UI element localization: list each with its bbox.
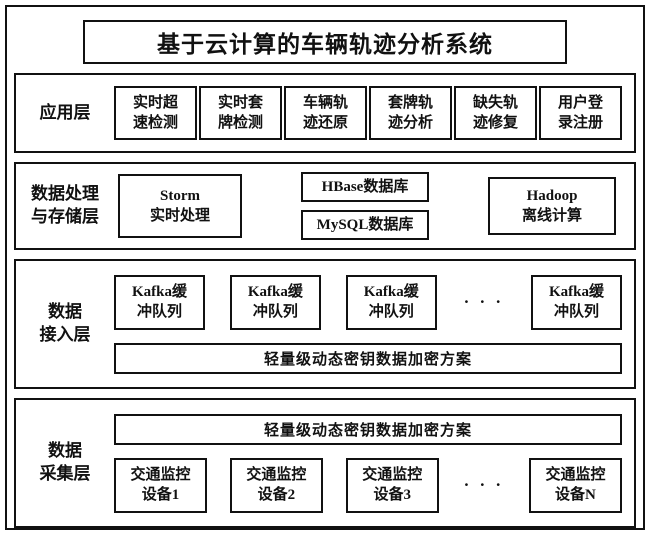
layer-data-access: 数据 接入层 Kafka缓 冲队列 Kafka缓 冲队列 Kafka缓 冲队列 … [14, 259, 636, 389]
layer-application-label: 应用层 [39, 102, 91, 122]
traffic-monitor-device-3: 交通监控 设备3 [345, 457, 439, 513]
diagram-title-text: 基于云计算的车辆轨迹分析系统 [157, 32, 493, 57]
kafka-buffer-queue-3: Kafka缓 冲队列 [345, 274, 437, 330]
collection-encryption-bar: 轻量级动态密钥数据加密方案 [114, 413, 622, 445]
database-column: HBase数据库 MySQL数据库 [301, 172, 429, 240]
layer-application: 应用层 实时超 速检测 实时套 牌检测 车辆轨 迹还原 套牌轨 迹分析 缺失轨 … [14, 73, 636, 153]
app-box-fake-plate-trajectory-analysis: 套牌轨 迹分析 [369, 86, 452, 140]
application-box-row: 实时超 速检测 实时套 牌检测 车辆轨 迹还原 套牌轨 迹分析 缺失轨 迹修复 … [114, 86, 622, 140]
mysql-box: MySQL数据库 [301, 210, 429, 240]
layer-data-collection-content: 轻量级动态密钥数据加密方案 交通监控 设备1 交通监控 设备2 交通监控 设备3… [114, 404, 634, 523]
layer-processing-storage-label: 数据处理 与存储层 [31, 184, 99, 226]
traffic-monitor-device-1: 交通监控 设备1 [114, 457, 207, 513]
storm-box: Storm 实时处理 [118, 174, 242, 238]
app-box-missing-trajectory-repair: 缺失轨 迹修复 [454, 86, 537, 140]
diagram-frame: 基于云计算的车辆轨迹分析系统 应用层 实时超 速检测 实时套 牌检测 车辆轨 迹… [5, 5, 645, 530]
layer-processing-storage: 数据处理 与存储层 Storm 实时处理 HBase数据库 MySQL数据库 H… [14, 162, 636, 250]
layer-processing-storage-content: Storm 实时处理 HBase数据库 MySQL数据库 Hadoop 离线计算 [114, 162, 634, 250]
app-box-user-login-register: 用户登 录注册 [539, 86, 622, 140]
app-box-fake-plate-detection: 实时套 牌检测 [199, 86, 282, 140]
access-encryption-bar: 轻量级动态密钥数据加密方案 [114, 342, 622, 374]
traffic-monitor-device-2: 交通监控 设备2 [229, 457, 323, 513]
device-ellipsis: · · · [463, 475, 505, 494]
kafka-box-row: Kafka缓 冲队列 Kafka缓 冲队列 Kafka缓 冲队列 · · · K… [114, 274, 622, 330]
app-box-trajectory-restore: 车辆轨 迹还原 [284, 86, 367, 140]
diagram-title: 基于云计算的车辆轨迹分析系统 [83, 20, 567, 64]
layer-data-collection: 数据 采集层 轻量级动态密钥数据加密方案 交通监控 设备1 交通监控 设备2 交… [14, 398, 636, 528]
kafka-buffer-queue-1: Kafka缓 冲队列 [114, 274, 205, 330]
hbase-box: HBase数据库 [301, 172, 429, 202]
layer-application-content: 实时超 速检测 实时套 牌检测 车辆轨 迹还原 套牌轨 迹分析 缺失轨 迹修复 … [114, 76, 634, 150]
device-box-row: 交通监控 设备1 交通监控 设备2 交通监控 设备3 · · · 交通监控 设备… [114, 457, 622, 513]
layer-data-collection-label: 数据 采集层 [39, 441, 91, 483]
hadoop-box: Hadoop 离线计算 [488, 177, 616, 235]
storage-box-row: Storm 实时处理 HBase数据库 MySQL数据库 Hadoop 离线计算 [114, 172, 622, 240]
layer-data-access-label: 数据 接入层 [39, 302, 91, 344]
traffic-monitor-device-n: 交通监控 设备N [528, 457, 622, 513]
layer-data-access-content: Kafka缓 冲队列 Kafka缓 冲队列 Kafka缓 冲队列 · · · K… [114, 265, 634, 384]
kafka-buffer-queue-2: Kafka缓 冲队列 [229, 274, 321, 330]
kafka-buffer-queue-n: Kafka缓 冲队列 [530, 274, 622, 330]
kafka-ellipsis: · · · [463, 292, 505, 311]
app-box-speed-detection: 实时超 速检测 [114, 86, 197, 140]
